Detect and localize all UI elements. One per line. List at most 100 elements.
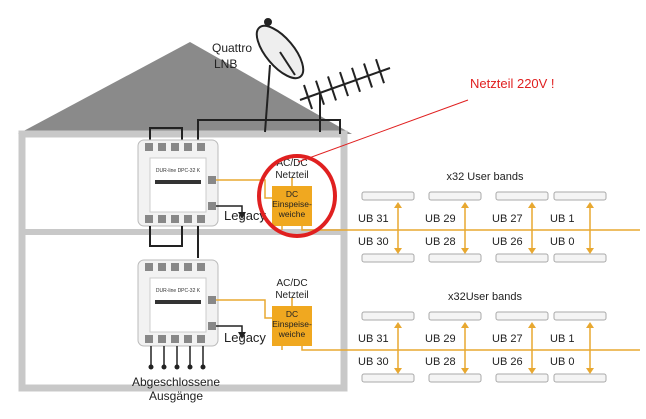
multiswitch-brand: DUR-line DPC-32 K (156, 168, 201, 174)
ub-label-bottom: UB 30 (358, 356, 389, 368)
receiver-icon (553, 311, 607, 321)
receiver-icon (428, 191, 482, 201)
arrow-up-icon (586, 322, 594, 328)
output-port (197, 215, 205, 223)
ub-label-bottom: UB 28 (425, 356, 456, 368)
arrow-up-icon (394, 202, 402, 208)
output-port (145, 335, 153, 343)
ub-label-top: UB 29 (425, 333, 456, 345)
arrow-up-icon (586, 202, 594, 208)
ub-label-bottom: UB 30 (358, 236, 389, 248)
user-band-cable (301, 226, 640, 231)
antenna-element (351, 67, 361, 93)
receiver-icon (361, 253, 415, 263)
dc-inserter (272, 186, 312, 226)
ub-label-bottom: UB 0 (550, 236, 574, 248)
dc-inserter-label-line: weiche (278, 209, 306, 219)
roof (18, 42, 352, 134)
output-port (171, 215, 179, 223)
arrow-up-icon (528, 322, 536, 328)
dc-inserter-label-line: Einspeise- (272, 319, 312, 329)
arrow-down-icon (394, 368, 402, 374)
output-port (171, 335, 179, 343)
antenna-element (315, 80, 325, 106)
annotation-text: Netzteil 220V ! (470, 76, 555, 91)
arrow-down-icon (586, 248, 594, 254)
ub-label-top: UB 1 (550, 213, 574, 225)
user-band-cable (301, 346, 640, 351)
input-port (171, 143, 179, 151)
psu-label-line: Netzteil (275, 290, 308, 301)
legacy-cable (216, 325, 243, 334)
receiver-icon (428, 253, 482, 263)
antenna-element (363, 63, 373, 88)
multiswitch: DUR-line DPC-32 K (137, 259, 219, 347)
arrow-up-icon (461, 322, 469, 328)
user-bands-title: x32 User bands (446, 171, 524, 183)
receiver-icon (428, 373, 482, 383)
receiver-icon (361, 373, 415, 383)
arrow-down-icon (528, 368, 536, 374)
arrow-down-icon (528, 248, 536, 254)
dc-inserter-label-line: weiche (278, 329, 306, 339)
input-port (184, 143, 192, 151)
antenna-element (327, 76, 337, 101)
legacy-cable (216, 205, 243, 214)
input-port (145, 143, 153, 151)
antenna-element (303, 84, 313, 110)
terminator-icon (187, 364, 193, 370)
interfloor-cable (149, 226, 183, 247)
input-port (158, 143, 166, 151)
multiswitch-label-panel (149, 157, 207, 213)
receiver-icon (361, 311, 415, 321)
input-port (197, 263, 205, 271)
output-port (184, 215, 192, 223)
receiver-icon (495, 311, 549, 321)
antenna-element (375, 58, 385, 84)
arrow-up-icon (394, 322, 402, 328)
arrow-down-icon (238, 212, 246, 219)
ub-label-top: UB 29 (425, 213, 456, 225)
arrow-down-icon (461, 368, 469, 374)
receiver-icon (495, 253, 549, 263)
trunk-cable (216, 299, 272, 319)
ub-label-top: UB 1 (550, 333, 574, 345)
ub-label-bottom: UB 26 (492, 236, 523, 248)
receiver-icon (495, 191, 549, 201)
output-port (158, 335, 166, 343)
ub-label-bottom: UB 0 (550, 356, 574, 368)
dc-inserter-label-line: Einspeise- (272, 199, 312, 209)
highlight-circle (257, 154, 337, 238)
dc-inserter-label-line: DC (286, 309, 298, 319)
receiver-icon (553, 191, 607, 201)
psu-label-line: AC/DC (276, 278, 307, 289)
receiver-icon (553, 373, 607, 383)
antenna-element (339, 71, 349, 97)
dc-inserter (272, 306, 312, 346)
output-port (145, 215, 153, 223)
trunk-port (208, 296, 216, 304)
user-bands-title: x32User bands (448, 291, 522, 303)
input-port (184, 263, 192, 271)
input-port (171, 263, 179, 271)
terminator-icon (174, 364, 180, 370)
arrow-down-icon (238, 332, 246, 339)
trunk-cable (216, 179, 272, 199)
terminator-icon (161, 364, 167, 370)
terrestrial-antenna-icon (299, 58, 391, 132)
input-port (158, 263, 166, 271)
legacy-port (208, 202, 216, 210)
multiswitch-label-panel (149, 277, 207, 333)
ub-label-bottom: UB 26 (492, 356, 523, 368)
psu-label-line: AC/DC (276, 158, 307, 169)
ub-label-top: UB 31 (358, 333, 389, 345)
trunk-port (208, 176, 216, 184)
dc-inserter-label-line: DC (286, 189, 298, 199)
